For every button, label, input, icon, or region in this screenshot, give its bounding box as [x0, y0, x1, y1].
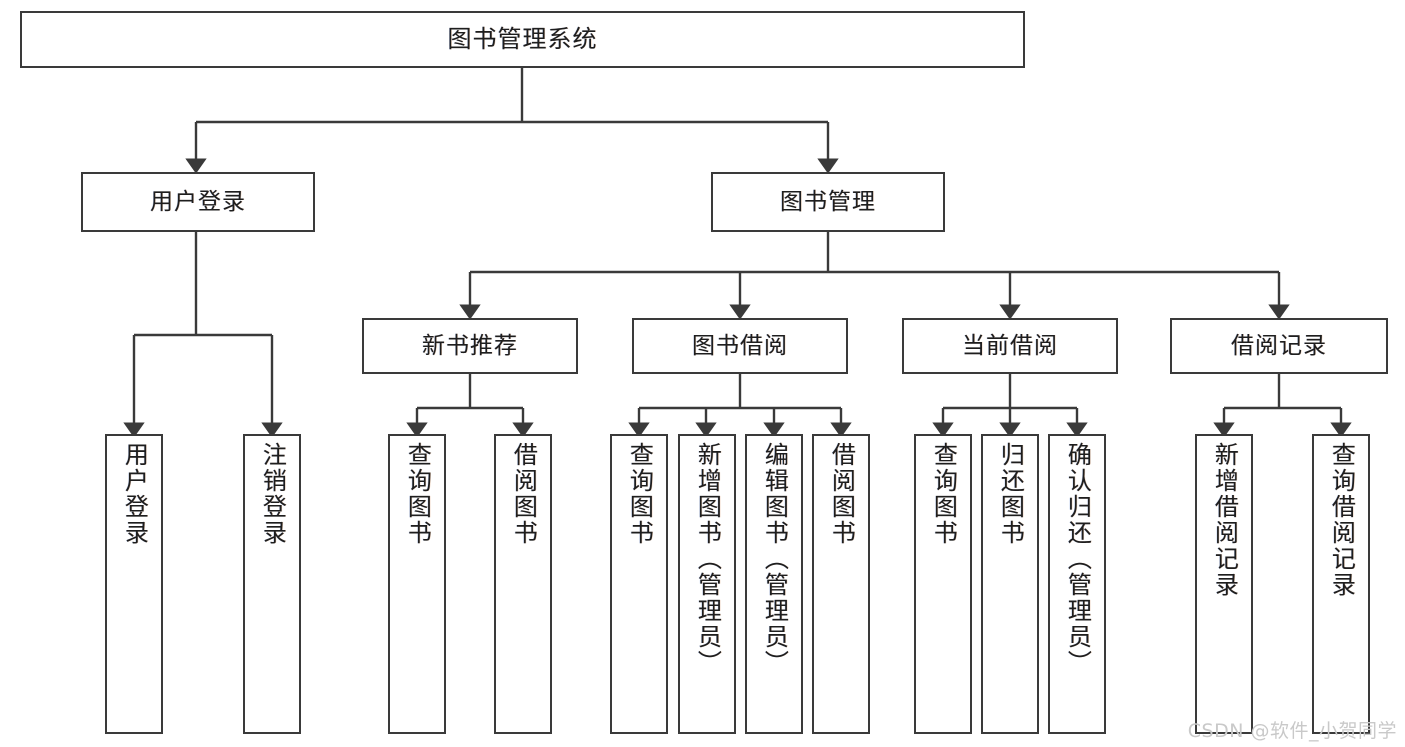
node-new-book-recommend[interactable]: 新书推荐: [362, 318, 578, 374]
node-label: 新增图书（管理员）: [693, 442, 722, 676]
node-label: 借阅记录: [1231, 332, 1327, 359]
watermark: CSDN @软件_小贺同学: [1187, 720, 1397, 742]
node-leaf-return-book[interactable]: 归还图书: [981, 434, 1039, 734]
node-book-management[interactable]: 图书管理: [711, 172, 945, 232]
node-current-borrow[interactable]: 当前借阅: [902, 318, 1118, 374]
node-leaf-borrow-book-recommend[interactable]: 借阅图书: [494, 434, 552, 734]
node-label: 借阅图书: [827, 442, 856, 546]
node-label: 查询图书: [403, 442, 432, 546]
node-label: 用户登录: [150, 188, 246, 215]
node-label: 确认归还（管理员）: [1063, 442, 1092, 676]
node-label: 归还图书: [996, 442, 1025, 546]
node-label: 查询借阅记录: [1327, 442, 1356, 598]
node-user-login[interactable]: 用户登录: [81, 172, 315, 232]
node-leaf-add-borrow-record[interactable]: 新增借阅记录: [1195, 434, 1253, 734]
node-label: 注销登录: [258, 442, 287, 546]
node-label: 图书管理系统: [447, 24, 598, 53]
node-label: 新书推荐: [422, 332, 518, 359]
node-leaf-query-book-recommend[interactable]: 查询图书: [388, 434, 446, 734]
node-root-book-management-system[interactable]: 图书管理系统: [20, 11, 1025, 68]
node-label: 新增借阅记录: [1210, 442, 1239, 598]
node-label: 图书借阅: [692, 332, 788, 359]
node-label: 图书管理: [780, 188, 876, 215]
node-label: 编辑图书（管理员）: [760, 442, 789, 676]
node-leaf-query-book-current[interactable]: 查询图书: [914, 434, 972, 734]
node-borrow-record[interactable]: 借阅记录: [1170, 318, 1388, 374]
node-label: 用户登录: [120, 442, 149, 546]
node-book-borrow[interactable]: 图书借阅: [632, 318, 848, 374]
node-label: 当前借阅: [962, 332, 1058, 359]
node-label: 查询图书: [625, 442, 654, 546]
node-leaf-borrow-book[interactable]: 借阅图书: [812, 434, 870, 734]
node-leaf-query-borrow-record[interactable]: 查询借阅记录: [1312, 434, 1370, 734]
node-leaf-confirm-return-admin[interactable]: 确认归还（管理员）: [1048, 434, 1106, 734]
node-leaf-user-login[interactable]: 用户登录: [105, 434, 163, 734]
node-label: 借阅图书: [509, 442, 538, 546]
node-leaf-add-book-admin[interactable]: 新增图书（管理员）: [678, 434, 736, 734]
node-label: 查询图书: [929, 442, 958, 546]
node-leaf-logout[interactable]: 注销登录: [243, 434, 301, 734]
node-leaf-edit-book-admin[interactable]: 编辑图书（管理员）: [745, 434, 803, 734]
node-leaf-query-book-borrow[interactable]: 查询图书: [610, 434, 668, 734]
